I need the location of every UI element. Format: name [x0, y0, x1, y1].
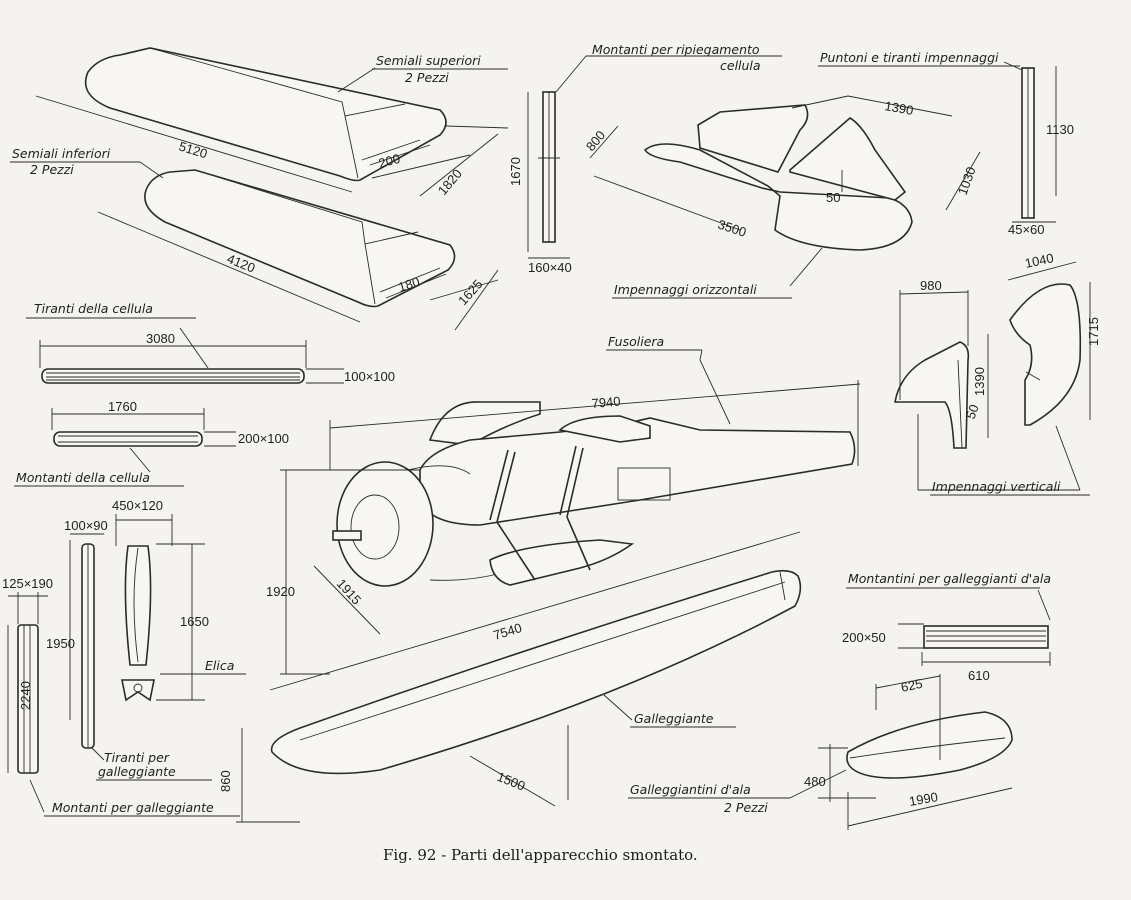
- dim-1650: 1650: [180, 614, 209, 629]
- label-puntoni-tiranti: Puntoni e tiranti impennaggi: [820, 50, 999, 65]
- dim-1990: 1990: [908, 789, 939, 809]
- cell-struts: [51, 408, 236, 473]
- dim-3500: 3500: [716, 217, 748, 240]
- label-elica: Elica: [205, 658, 234, 673]
- dim-50b: 50: [963, 402, 982, 421]
- label-fusoliera: Fusoliera: [608, 334, 664, 349]
- dim-180: 180: [396, 274, 421, 295]
- dim-160x40: 160×40: [528, 260, 572, 275]
- label-galleggiantini-qty: 2 Pezzi: [724, 800, 768, 815]
- label-galleggiante: Galleggiante: [634, 711, 714, 726]
- dim-1390b: 1390: [972, 367, 987, 396]
- label-tiranti-galleggiante: Tiranti per: [104, 750, 170, 765]
- dim-200x50: 200×50: [842, 630, 886, 645]
- wing-floats: [818, 674, 1013, 830]
- dim-5120: 5120: [177, 139, 209, 162]
- label-montanti-ripiegamento-2: cellula: [720, 58, 761, 73]
- label-semiali-inferiori-qty: 2 Pezzi: [30, 162, 74, 177]
- dim-1625: 1625: [455, 276, 485, 308]
- label-semiali-superiori: Semiali superiori: [376, 53, 481, 68]
- fuselage: [280, 359, 861, 675]
- dim-450x120: 450×120: [112, 498, 163, 513]
- upper-wing: [35, 47, 509, 197]
- dim-800: 800: [583, 128, 608, 154]
- lower-wing: [97, 169, 499, 331]
- dim-1040: 1040: [1024, 250, 1055, 271]
- dim-1920: 1920: [266, 584, 295, 599]
- dim-100x90: 100×90: [64, 518, 108, 533]
- cell-tie-rods: [39, 327, 344, 384]
- float-struts: [7, 592, 48, 813]
- dim-1130: 1130: [1046, 122, 1074, 137]
- dim-2240: 2240: [18, 681, 33, 710]
- dim-1030: 1030: [955, 165, 979, 197]
- dim-3080: 3080: [146, 331, 175, 346]
- dim-200: 200: [377, 151, 402, 171]
- dim-1760: 1760: [108, 399, 137, 414]
- label-tiranti-cellula: Tiranti della cellula: [34, 301, 153, 316]
- dim-1500: 1500: [495, 769, 527, 794]
- tail-struts: [1012, 66, 1057, 223]
- label-montanti-galleggiante: Montanti per galleggiante: [52, 800, 214, 815]
- label-montantini-galleggianti: Montantini per galleggianti d'ala: [848, 571, 1051, 586]
- dim-860: 860: [218, 770, 233, 792]
- cell-folding-struts: [527, 91, 570, 259]
- dim-1715: 1715: [1086, 317, 1101, 346]
- dim-1915: 1915: [334, 576, 364, 608]
- dim-7540: 7540: [491, 620, 523, 643]
- horizontal-tailplane: [589, 95, 981, 251]
- dim-1670: 1670: [508, 157, 523, 186]
- main-float: [236, 531, 802, 823]
- dim-610: 610: [968, 668, 990, 683]
- dim-1820: 1820: [435, 166, 465, 198]
- dim-980: 980: [920, 278, 942, 293]
- label-galleggiantini: Galleggiantini d'ala: [630, 782, 751, 797]
- dim-200x100: 200×100: [238, 431, 289, 446]
- vertical-tail: [894, 261, 1091, 491]
- label-semiali-inferiori: Semiali inferiori: [12, 146, 111, 161]
- dim-7940: 7940: [591, 394, 621, 411]
- dim-125x190: 125×190: [2, 576, 53, 591]
- label-montanti-cellula: Montanti della cellula: [16, 470, 150, 485]
- dim-625: 625: [900, 676, 924, 695]
- propeller: [115, 514, 246, 702]
- label-impennaggi-orizzontali: Impennaggi orizzontali: [614, 282, 757, 297]
- dim-1390a: 1390: [883, 98, 914, 118]
- label-tiranti-galleggiante-2: galleggiante: [98, 764, 176, 779]
- dim-480: 480: [804, 774, 826, 789]
- dim-100x100: 100×100: [344, 369, 395, 384]
- dim-50a: 50: [826, 190, 840, 205]
- label-impennaggi-verticali: Impennaggi verticali: [932, 479, 1061, 494]
- dim-1950: 1950: [46, 636, 75, 651]
- label-montanti-ripiegamento: Montanti per ripiegamento: [592, 42, 760, 57]
- float-ties: [69, 533, 105, 761]
- figure-caption: Fig. 92 - Parti dell'apparecchio smontat…: [383, 846, 698, 864]
- wing-float-struts: [898, 589, 1051, 666]
- dim-45x60: 45×60: [1008, 222, 1045, 237]
- label-semiali-superiori-qty: 2 Pezzi: [405, 70, 449, 85]
